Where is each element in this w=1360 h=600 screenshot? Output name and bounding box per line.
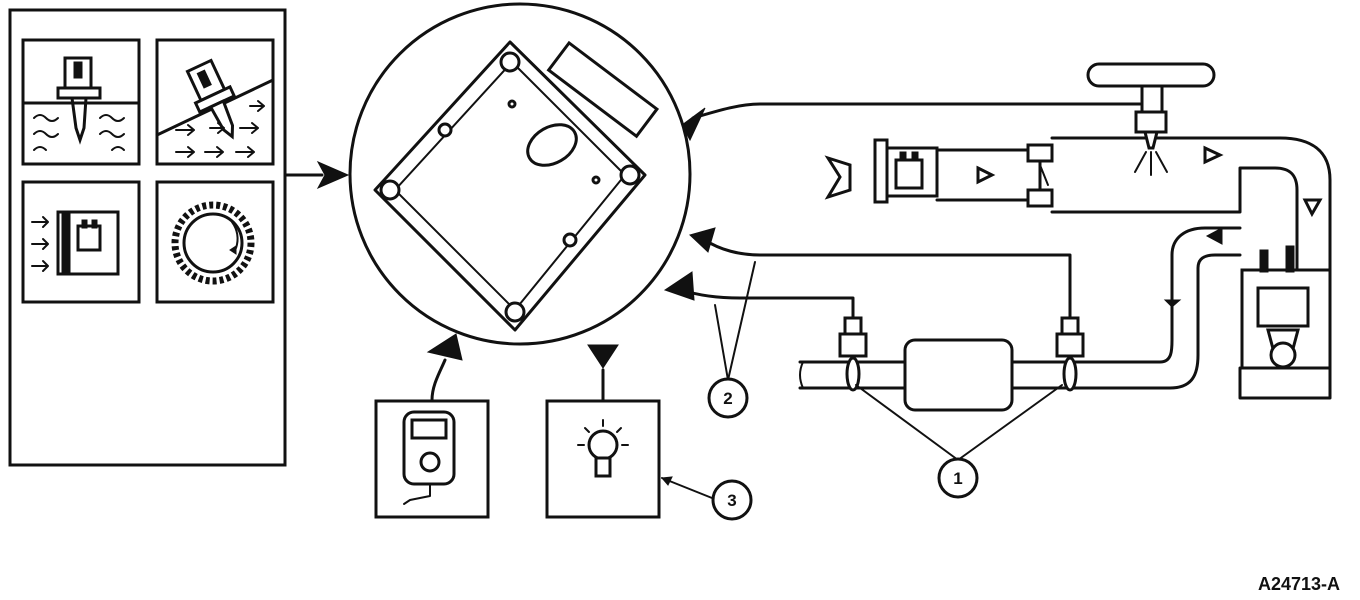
sensor-signal-line-a: [703, 238, 1072, 327]
engine-cylinder-icon: [1238, 245, 1332, 400]
sensor-signal-arrow-a: [689, 227, 716, 253]
scan-tool-link: [430, 358, 447, 402]
callout-1: 1: [937, 457, 979, 499]
intake-flow-arrow-2: [1302, 198, 1323, 218]
callout-2-label: 2: [723, 389, 732, 408]
sensor-signal-line-b: [680, 288, 855, 327]
warning-lamp-arrow: [587, 344, 619, 369]
callout-3-label: 3: [727, 491, 736, 510]
intake-air-arrow: [824, 155, 852, 200]
exhaust-flow-arrow-2: [1163, 299, 1182, 308]
throttle-body-icon: [935, 143, 1054, 208]
callout-1-leader-b: [957, 384, 1063, 461]
injector-signal-line: [691, 102, 1142, 120]
callout-3-pointer: [660, 476, 673, 486]
callout-1-label: 1: [953, 469, 962, 488]
sensor-signal-arrow-b: [663, 271, 695, 301]
warning-lamp-icon: [545, 399, 661, 519]
engine-control-module-icon: [348, 2, 692, 346]
intake-manifold: [1050, 136, 1332, 282]
catalytic-converter-icon: [903, 338, 1014, 412]
immersion-sensor-icon: [21, 38, 141, 166]
exhaust-flow-arrow: [1205, 227, 1223, 245]
airflow-meter-icon: [873, 138, 939, 204]
scan-tool-arrow: [426, 333, 463, 361]
callout-2-leader-a: [714, 304, 729, 381]
intake-flow-arrow: [1203, 145, 1224, 165]
oxygen-sensor-icon: [838, 316, 868, 392]
panel-arrow: [316, 160, 350, 190]
oxygen-sensor-icon: [1055, 316, 1085, 392]
exhaust-pipe: [798, 226, 1242, 390]
scan-tool-icon: [374, 399, 490, 519]
figure-identifier: A24713-A: [1258, 574, 1340, 594]
callout-1-leader-a: [855, 384, 959, 461]
callout-2: 2: [707, 377, 749, 419]
toothed-wheel-icon: [155, 180, 275, 304]
injector-signal-arrow: [681, 107, 706, 142]
fuel-injector-icon: [1086, 62, 1216, 176]
callout-2-leader-b: [727, 261, 756, 381]
flow-sensor-icon: [155, 38, 275, 166]
callout-3: 3: [711, 479, 753, 521]
airflow-meter-icon: [21, 180, 141, 304]
sensor-input-panel: [8, 8, 287, 467]
intake-manifold-inner: [1050, 166, 1299, 272]
